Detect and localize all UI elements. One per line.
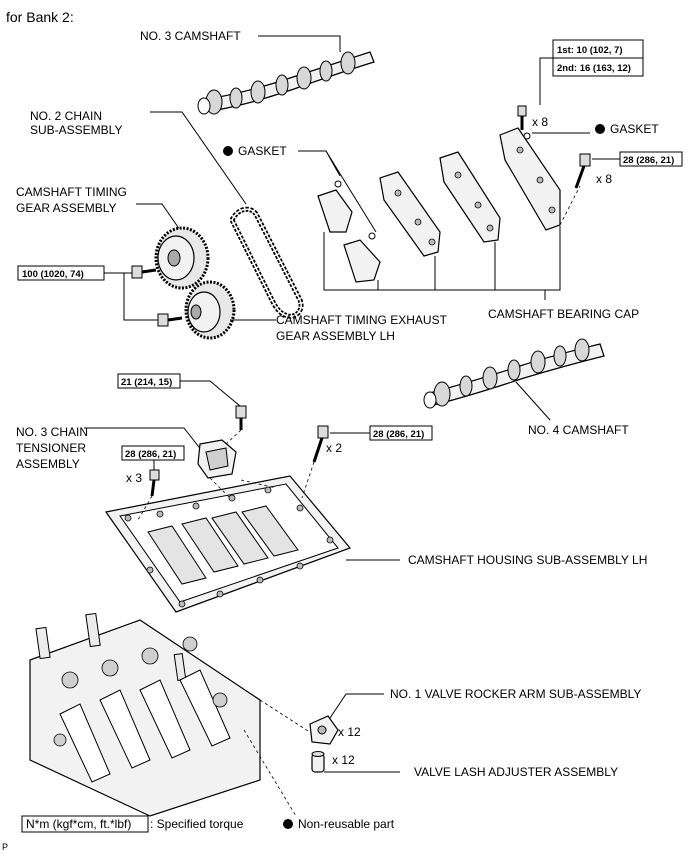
bearing-cap-bolt (517, 105, 527, 130)
no2-chain-illustration (229, 206, 304, 319)
torque-bearing-cap-1st: 1st: 10 (102, 7) (557, 45, 622, 56)
qty-rocker-arm: x 12 (338, 725, 361, 739)
timing-gear-bolt (131, 265, 157, 279)
housing-bolt-small (149, 469, 160, 497)
qty-lash-adjuster: x 12 (332, 753, 355, 767)
legend-torque-desc: : Specified torque (150, 817, 244, 831)
tensioner-illustration (197, 439, 237, 479)
legend-nonreusable-mark (283, 819, 293, 829)
camshaft-bearing-caps (317, 127, 561, 283)
label-tensioner-line3: ASSEMBLY (16, 457, 80, 471)
torque-gear: 100 (1020, 74) (22, 269, 84, 280)
leader-rocker-arm (329, 693, 384, 719)
leader-timing-gear (136, 203, 181, 231)
leader-tensioner (84, 427, 207, 457)
torque-box-28b (121, 445, 185, 461)
leader-gasket-left (298, 150, 377, 233)
cylinder-head-illustration (29, 612, 261, 817)
legend-nonreusable: Non-reusable part (298, 817, 395, 831)
housing-bolt-large (312, 425, 329, 463)
cap-side-bolt (574, 153, 591, 189)
exhaust-gear-bolt (157, 313, 183, 327)
label-no2-chain-line1: NO. 2 CHAIN (30, 109, 102, 123)
dash-cap-bolt (559, 185, 581, 226)
torque-28b: 28 (286, 21) (125, 449, 176, 460)
qty-bearing-cap-bolt: x 8 (532, 115, 548, 129)
label-no3-camshaft: NO. 3 CAMSHAFT (140, 29, 241, 43)
label-timing-gear-line1: CAMSHAFT TIMING (16, 185, 127, 199)
camshaft-housing-illustration (104, 475, 352, 613)
label-tensioner-line1: NO. 3 CHAIN (16, 425, 88, 439)
leader-gear-torque (104, 272, 158, 321)
valve-lash-adjuster-illustration (311, 751, 325, 773)
tensioner-bolt (235, 405, 247, 430)
leader-bearing-cap-torque (539, 57, 553, 105)
leader-no3-camshaft (258, 35, 341, 52)
label-gasket-right: GASKET (610, 122, 659, 136)
label-exhaust-gear-line2: GEAR ASSEMBLY LH (276, 329, 395, 343)
torque-28a: 28 (286, 21) (623, 155, 674, 166)
leader-no4-camshaft (515, 381, 551, 421)
torque-housing: 28 (286, 21) (373, 429, 424, 440)
label-camshaft-bearing-cap: CAMSHAFT BEARING CAP (488, 307, 639, 321)
label-tensioner-line2: TENSIONER (16, 441, 86, 455)
torque-tensioner: 21 (214, 15) (121, 377, 172, 388)
label-no2-chain-line2: SUB-ASSEMBLY (30, 123, 122, 137)
nonreusable-mark-gasket-right (595, 124, 605, 134)
qty-housing-bolt-large: x 2 (326, 441, 342, 455)
no4-camshaft-illustration (423, 338, 605, 409)
camshaft-timing-exhaust-gear-illustration (184, 280, 236, 340)
label-rocker-arm: NO. 1 VALVE ROCKER ARM SUB-ASSEMBLY (390, 687, 641, 701)
label-camshaft-housing: CAMSHAFT HOUSING SUB-ASSEMBLY LH (408, 553, 647, 567)
legend-torque-unit: N*m (kgf*cm, ft.*lbf) (26, 817, 131, 831)
nonreusable-mark-gasket-left (223, 146, 233, 156)
label-exhaust-gear-line1: CAMSHAFT TIMING EXHAUST (276, 313, 448, 327)
footer-code: P (2, 842, 8, 852)
no3-camshaft-illustration (197, 51, 375, 115)
leader-tensioner-torque (180, 380, 241, 407)
leader-no2-chain (150, 111, 247, 205)
legend-torque-box (21, 815, 149, 833)
label-gasket-left: GASKET (238, 144, 287, 158)
leader-bearing-cap (323, 226, 561, 291)
camshaft-timing-gear-illustration (154, 226, 210, 290)
valve-rocker-arm-illustration (309, 715, 339, 745)
label-no4-camshaft: NO. 4 CAMSHAFT (528, 423, 629, 437)
label-lash-adjuster: VALVE LASH ADJUSTER ASSEMBLY (414, 765, 618, 779)
diagram-header: for Bank 2: (6, 9, 74, 25)
qty-housing-bolt-small: x 3 (126, 471, 142, 485)
label-timing-gear-line2: GEAR ASSEMBLY (16, 201, 116, 215)
torque-bearing-cap-2nd: 2nd: 16 (163, 12) (557, 63, 631, 74)
qty-cap-side-bolt: x 8 (596, 172, 612, 186)
